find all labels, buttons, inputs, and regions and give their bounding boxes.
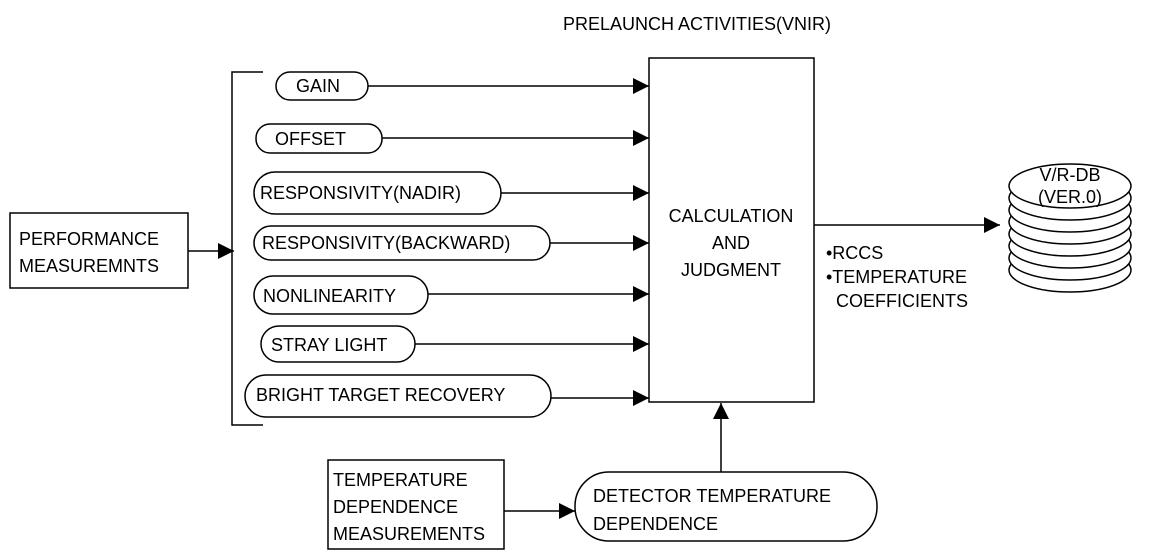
output-coefficients: COEFFICIENTS — [826, 291, 968, 311]
database-label-1: V/R-DB — [1039, 165, 1100, 185]
measurement-label: NONLINEARITY — [263, 286, 396, 306]
performance-measurements-box: PERFORMANCE MEASUREMNTS — [9, 212, 189, 289]
measurement-bright-target-recovery: BRIGHT TARGET RECOVERY — [244, 374, 552, 418]
detector-line-2: DEPENDENCE — [593, 514, 718, 534]
measurement-label: RESPONSIVITY(NADIR) — [260, 183, 461, 203]
calc-line-1: CALCULATION — [669, 206, 794, 226]
output-labels: •RCCS •TEMPERATURE COEFFICIENTS — [826, 243, 968, 311]
measurement-label: RESPONSIVITY(BACKWARD) — [262, 233, 510, 253]
temp-line-2: DEPENDENCE — [333, 497, 458, 517]
calc-line-2: AND — [712, 233, 750, 253]
measurement-responsivity-backward: RESPONSIVITY(BACKWARD) — [253, 225, 551, 261]
measurement-nonlinearity: NONLINEARITY — [253, 275, 429, 315]
measurement-label: BRIGHT TARGET RECOVERY — [256, 385, 505, 405]
measurement-label: OFFSET — [275, 129, 346, 149]
database-icon — [1008, 163, 1132, 293]
measurement-bracket — [231, 71, 263, 426]
detector-line-1: DETECTOR TEMPERATURE — [593, 486, 831, 506]
measurement-responsivity-nadir: RESPONSIVITY(NADIR) — [253, 171, 502, 215]
temp-line-1: TEMPERATURE — [333, 470, 468, 490]
measurement-label: GAIN — [296, 76, 340, 96]
database-label-2: (VER.0) — [1038, 187, 1102, 207]
performance-line-1: PERFORMANCE — [19, 229, 159, 249]
measurement-label: STRAY LIGHT — [271, 335, 387, 355]
calculation-judgment-box: CALCULATION AND JUDGMENT — [648, 57, 815, 403]
output-rccs: •RCCS — [826, 243, 883, 263]
diagram-title: PRELAUNCH ACTIVITIES(VNIR) — [563, 14, 831, 34]
temp-line-3: MEASUREMENTS — [333, 524, 485, 544]
output-temperature: •TEMPERATURE — [826, 267, 967, 287]
measurement-offset: OFFSET — [255, 123, 383, 154]
measurement-gain: GAIN — [275, 71, 369, 101]
temperature-dependence-box: TEMPERATURE DEPENDENCE MEASUREMENTS — [327, 459, 505, 550]
detector-temperature-pill: DETECTOR TEMPERATURE DEPENDENCE — [574, 471, 878, 542]
measurement-stray-light: STRAY LIGHT — [260, 325, 416, 363]
performance-line-2: MEASUREMNTS — [19, 256, 159, 276]
calc-line-3: JUDGMENT — [681, 260, 781, 280]
